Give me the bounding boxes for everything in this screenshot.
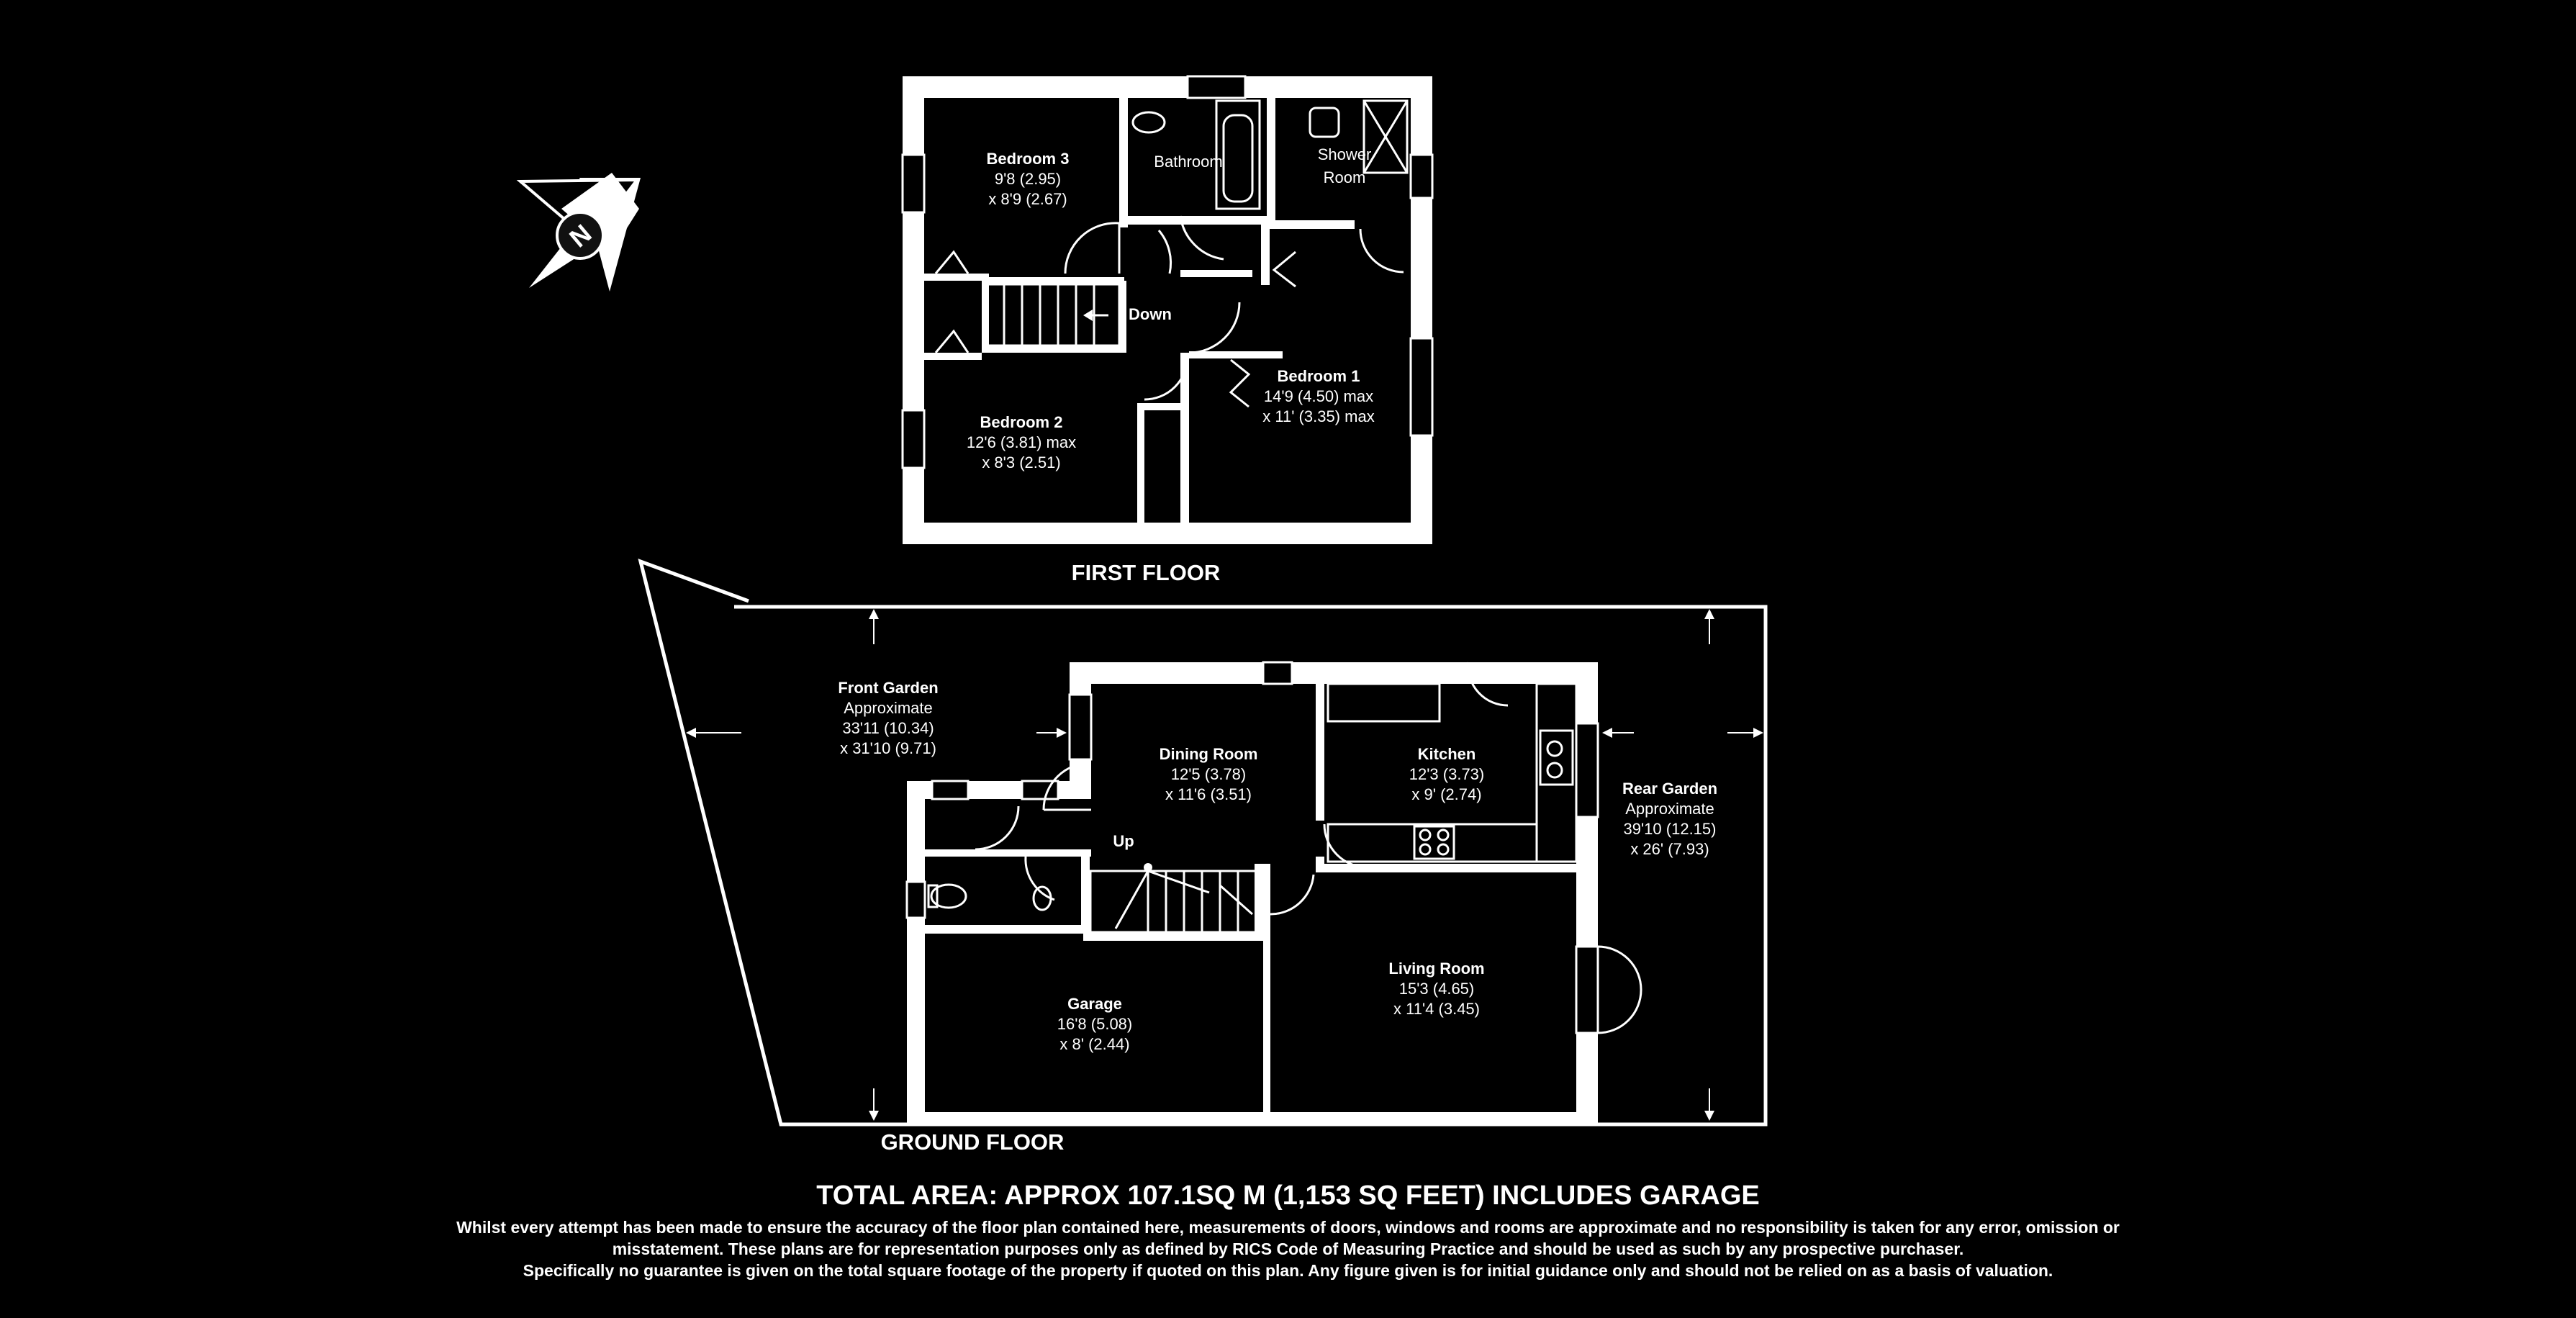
bathroom-name: Bathroom [1154, 153, 1222, 171]
living-room-dim1: 15'3 (4.65) [1399, 980, 1475, 998]
ground-floor-plan: Front Garden Approximate 33'11 (10.34) x… [638, 559, 1768, 1155]
bedroom1-dim2: x 11' (3.35) max [1262, 407, 1374, 425]
shower-room-name-line1: Shower [1318, 145, 1372, 163]
bedroom1-dim1: 14'9 (4.50) max [1264, 387, 1373, 405]
total-area-heading: TOTAL AREA: APPROX 107.1SQ M (1,153 SQ F… [816, 1181, 1760, 1211]
rear-garden-dim1: 39'10 (12.15) [1624, 820, 1717, 838]
front-garden-dim1: 33'11 (10.34) [842, 719, 934, 737]
bedroom1-name: Bedroom 1 [1278, 367, 1360, 385]
compass-rose-icon: N [516, 173, 641, 292]
rear-garden-dim2: x 26' (7.93) [1630, 840, 1709, 858]
disclaimer-line: Specifically no guarantee is given on th… [523, 1261, 2053, 1280]
stairs-up-label: Up [1113, 832, 1134, 850]
bedroom3-name: Bedroom 3 [987, 150, 1070, 168]
front-garden-name: Front Garden [838, 679, 938, 697]
rear-garden-name: Rear Garden [1622, 780, 1717, 798]
dining-room-dim2: x 11'6 (3.51) [1165, 785, 1252, 803]
garage-dim2: x 8' (2.44) [1059, 1035, 1129, 1053]
bedroom2-name: Bedroom 2 [980, 413, 1063, 431]
kitchen-dim1: 12'3 (3.73) [1409, 765, 1485, 783]
bedroom3-dim2: x 8'9 (2.67) [988, 190, 1067, 208]
dining-room-dim1: 12'5 (3.78) [1171, 765, 1247, 783]
front-garden-approx: Approximate [844, 699, 933, 717]
living-room-name: Living Room [1388, 960, 1484, 978]
living-room-dim2: x 11'4 (3.45) [1393, 1000, 1480, 1018]
bedroom2-dim2: x 8'3 (2.51) [982, 453, 1060, 471]
bedroom3-dim1: 9'8 (2.95) [995, 170, 1061, 188]
rear-garden-approx: Approximate [1625, 800, 1714, 818]
front-garden-dim2: x 31'10 (9.71) [840, 739, 936, 757]
stairs-down-label: Down [1129, 305, 1172, 323]
kitchen-dim2: x 9' (2.74) [1411, 785, 1481, 803]
bedroom2-dim1: 12'6 (3.81) max [967, 433, 1076, 451]
first-floor-title: FIRST FLOOR [1072, 560, 1221, 585]
disclaimer-text: Whilst every attempt has been made to en… [0, 1217, 2576, 1281]
garage-name: Garage [1067, 995, 1122, 1013]
first-floor-plan: Bedroom 3 9'8 (2.95) x 8'9 (2.67) Bathro… [901, 75, 1434, 585]
kitchen-name: Kitchen [1418, 745, 1476, 763]
ground-floor-title: GROUND FLOOR [881, 1129, 1065, 1155]
garage-dim1: 16'8 (5.08) [1057, 1015, 1133, 1033]
shower-room-name-line2: Room [1324, 168, 1366, 186]
dining-room-name: Dining Room [1160, 745, 1258, 763]
disclaimer-line: misstatement. These plans are for repres… [612, 1240, 1964, 1258]
disclaimer-line: Whilst every attempt has been made to en… [456, 1218, 2120, 1237]
